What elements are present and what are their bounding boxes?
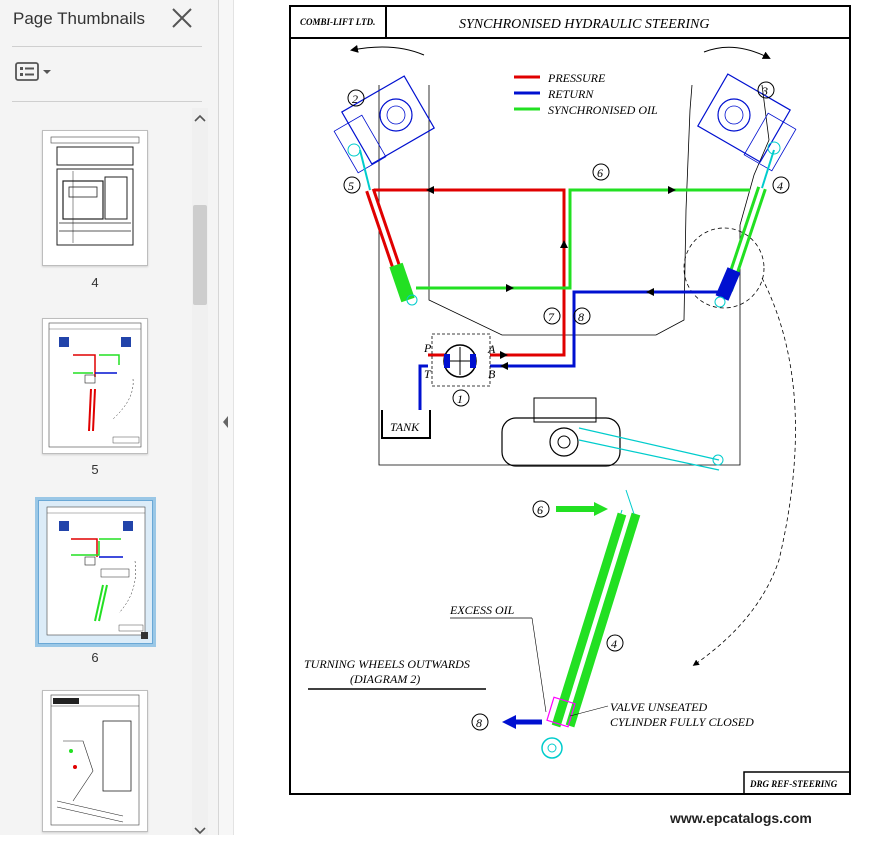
right-wheel-assembly [697,73,797,172]
tank-label: TANK [390,420,420,434]
thumbnail-options-button[interactable] [14,60,54,84]
diagram-caption-1: TURNING WHEELS OUTWARDS [304,657,470,671]
port-p-label: P [423,341,432,355]
close-icon[interactable] [170,6,194,30]
drawing-frame [289,5,851,795]
page-thumbnails-panel: Page Thumbnails 4 [0,0,219,835]
divider [12,46,202,47]
selection-marker [141,632,148,639]
legend-pressure-label: PRESSURE [547,71,606,85]
thumbnail-label: 4 [91,275,99,290]
left-steering-cylinder [359,149,418,306]
callout-5: 5 [348,179,354,193]
drawing-title: SYNCHRONISED HYDRAULIC STEERING [459,17,709,32]
valve-note-1: VALVE UNSEATED [610,700,708,714]
cylinder-detail [541,489,641,759]
right-steering-cylinder [714,149,775,308]
callout-8b: 8 [476,716,482,730]
document-viewport: COMBI-LIFT LTD. SYNCHRONISED HYDRAULIC S… [234,0,882,835]
callout-6: 6 [597,166,603,180]
control-valve [431,333,491,387]
axle-assembly [501,397,724,471]
collapse-panel-handle[interactable] [219,0,234,835]
watermark: www.epcatalogs.com [670,810,812,826]
thumbnail-label: 5 [91,462,99,477]
callout-3: 3 [761,84,768,98]
callout-4b: 4 [611,637,617,651]
thumbnail-page-6[interactable] [35,497,156,647]
callout-8: 8 [578,310,584,324]
scrollbar-thumb[interactable] [193,205,207,305]
callout-7: 7 [548,310,555,324]
port-b-label: B [488,367,496,381]
drawing-ref: DRG REF-STEERING [749,779,838,789]
callout-4: 4 [777,179,783,193]
divider [12,101,202,102]
tank-outline [381,410,431,439]
panel-title: Page Thumbnails [13,9,145,28]
valve-note-2: CYLINDER FULLY CLOSED [610,715,754,729]
legend-synchronised-label: SYNCHRONISED OIL [548,103,658,117]
legend-return-label: RETURN [547,87,594,101]
callout-1: 1 [457,392,463,406]
thumbnail-page-4[interactable] [42,130,148,266]
diagram-caption-2: (DIAGRAM 2) [350,672,420,686]
excess-oil-label: EXCESS OIL [449,603,515,617]
company-name: COMBI-LIFT LTD. [300,17,375,27]
thumbnail-label: 6 [91,650,99,665]
thumbnail-page-7[interactable] [42,690,148,832]
callout-6b: 6 [537,503,543,517]
callout-2: 2 [352,92,358,106]
port-t-label: T [424,367,432,381]
left-wheel-assembly [333,75,435,174]
thumbnail-page-5[interactable] [42,318,148,454]
hydraulic-steering-drawing: COMBI-LIFT LTD. SYNCHRONISED HYDRAULIC S… [289,5,851,795]
port-a-label: A [487,342,496,356]
scroll-down-icon[interactable] [192,823,208,835]
collapse-arrow-icon [223,416,228,428]
scroll-up-icon[interactable] [192,108,208,128]
